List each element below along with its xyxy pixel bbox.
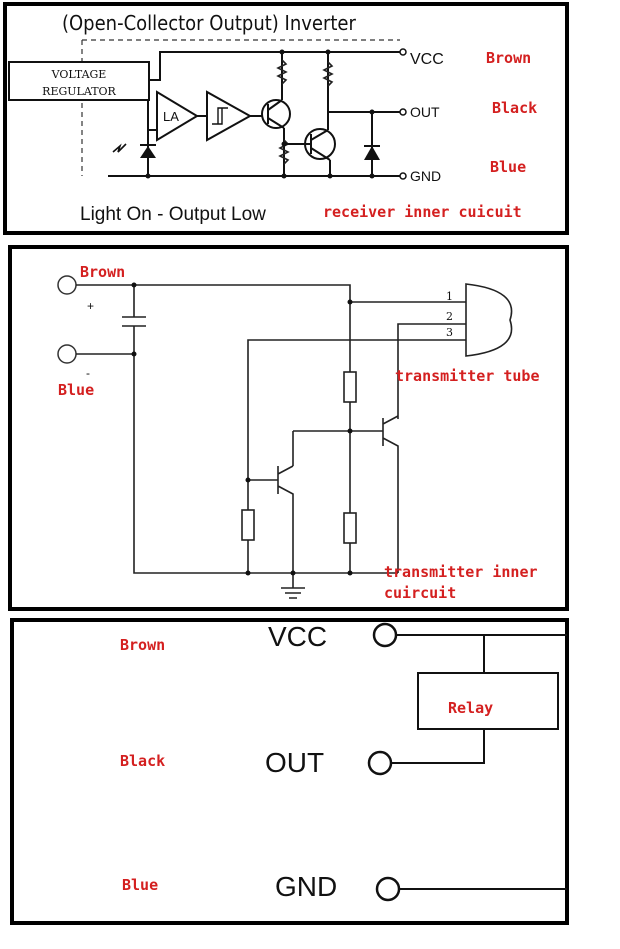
output-caption: Light On - Output Low bbox=[80, 204, 266, 225]
tube-label: transmitter tube bbox=[395, 367, 540, 385]
tube-pin-2: 2 bbox=[446, 310, 453, 323]
resistor-left-icon bbox=[241, 509, 255, 541]
out-pin-label: OUT bbox=[410, 104, 440, 120]
schmitt-trigger-icon bbox=[206, 90, 253, 142]
black-wire-label-3: Black bbox=[120, 752, 165, 770]
receiver-subtitle: receiver inner cuicuit bbox=[323, 203, 522, 221]
transistor-right-icon bbox=[293, 415, 399, 573]
capacitor-icon bbox=[122, 316, 146, 327]
brown-wire-label: Brown bbox=[486, 49, 531, 67]
voltage-regulator-box bbox=[8, 61, 150, 101]
transmitter-tube-icon bbox=[465, 283, 513, 357]
blue-wire-label: Blue bbox=[490, 158, 526, 176]
transistor-left-icon bbox=[248, 465, 294, 573]
vcc-label: VCC bbox=[268, 621, 327, 652]
photodiode-icon bbox=[140, 146, 156, 158]
resistor-r1-icon bbox=[276, 59, 288, 85]
vcc-pin-label: VCC bbox=[410, 51, 444, 68]
receiver-panel bbox=[3, 2, 569, 235]
brown-wire-label-3: Brown bbox=[120, 636, 165, 654]
vcc-rail bbox=[149, 51, 400, 81]
minus-sign: - bbox=[86, 366, 90, 380]
resistor-top-icon bbox=[343, 371, 357, 403]
transmitter-subtitle-2: cuircuit bbox=[384, 584, 456, 602]
plus-terminal bbox=[57, 275, 77, 295]
out-terminal bbox=[399, 108, 407, 116]
transmitter-panel bbox=[8, 245, 569, 611]
enclosure-dashed bbox=[81, 39, 400, 176]
out-label: OUT bbox=[265, 747, 324, 778]
blue-wire-label-3: Blue bbox=[122, 876, 158, 894]
relay-panel bbox=[10, 618, 569, 925]
gnd-terminal bbox=[399, 172, 407, 180]
tube-pin-1: 1 bbox=[446, 290, 453, 303]
light-arrow-icon bbox=[112, 143, 127, 153]
black-wire-label: Black bbox=[492, 99, 537, 117]
relay-box bbox=[417, 672, 559, 730]
vcc-wire bbox=[396, 634, 567, 673]
minus-terminal bbox=[57, 344, 77, 364]
vcc-terminal bbox=[399, 48, 407, 56]
amplifier-icon bbox=[156, 90, 199, 142]
gnd-screw-terminal bbox=[375, 876, 401, 902]
out-screw-terminal bbox=[367, 750, 393, 776]
gnd-label: GND bbox=[275, 871, 337, 902]
ground-icon bbox=[281, 573, 305, 599]
resistor-bottom-icon bbox=[343, 512, 357, 544]
gnd-pin-label: GND bbox=[410, 168, 441, 184]
brown-wire-label-2: Brown bbox=[80, 263, 125, 281]
plus-sign: + bbox=[87, 299, 94, 313]
supply-wire bbox=[76, 284, 466, 303]
inverter-title: (Open-Collector Output) Inverter bbox=[62, 11, 356, 35]
zener-diode-icon bbox=[364, 146, 380, 160]
blue-wire-label-2: Blue bbox=[58, 381, 94, 399]
tube-pin-3: 3 bbox=[446, 326, 453, 339]
voltage-regulator-label-1: VOLTAGE bbox=[51, 68, 107, 81]
vcc-screw-terminal bbox=[372, 622, 398, 648]
amplifier-label: LA bbox=[163, 109, 179, 124]
voltage-regulator-label-2: REGULATOR bbox=[42, 85, 116, 98]
out-wire bbox=[391, 729, 485, 764]
relay-label: Relay bbox=[448, 699, 493, 717]
transistor-q1-icon bbox=[261, 99, 291, 129]
resistor-r3-icon bbox=[322, 61, 334, 87]
transmitter-subtitle-1: transmitter inner bbox=[384, 563, 538, 581]
